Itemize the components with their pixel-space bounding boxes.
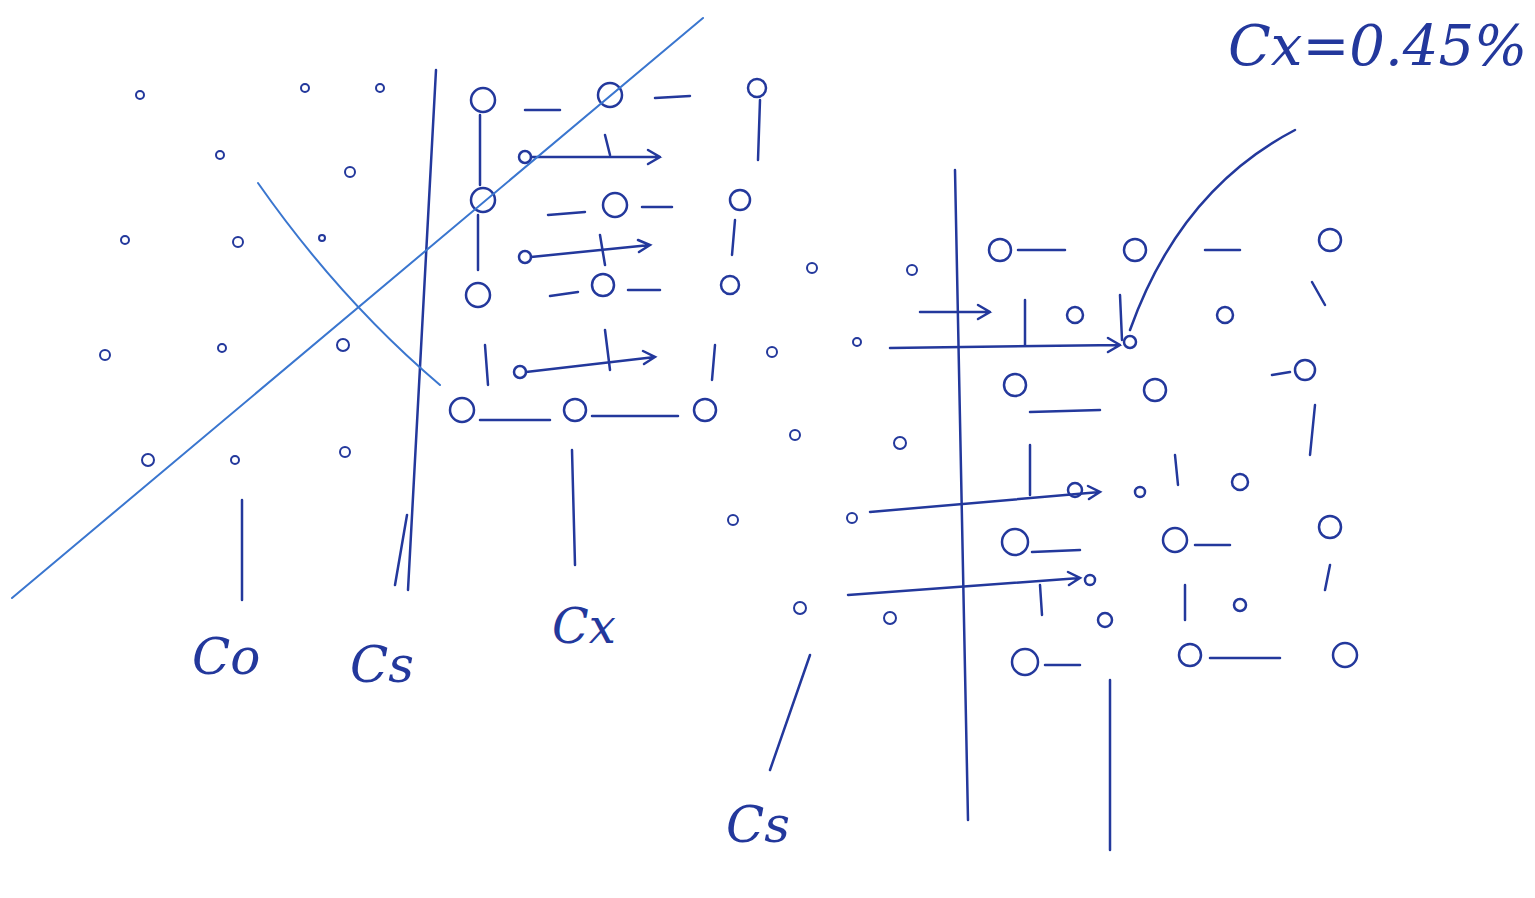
text-label: Cx <box>552 602 616 650</box>
text-label: Cx=0.45% <box>1228 18 1527 74</box>
text-label: Co <box>192 632 260 682</box>
text-label: Cs <box>726 800 790 850</box>
text-label: Cs <box>350 640 414 690</box>
